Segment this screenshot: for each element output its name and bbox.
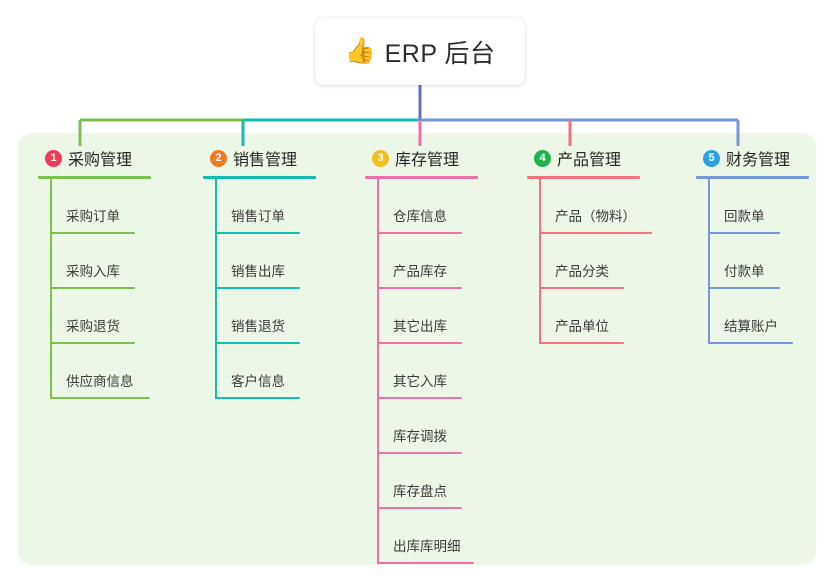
branch-spine [215,179,217,399]
leaf-rule [377,507,462,509]
leaf-node[interactable]: 产品（物料） [539,179,656,234]
leaf-label: 产品分类 [555,264,609,279]
leaf-label: 供应商信息 [66,374,134,389]
branch-title-label: 产品管理 [557,152,622,169]
leaf-node[interactable]: 产品单位 [539,289,628,344]
leaf-rule [539,342,624,344]
branch-header-4[interactable]: 4 产品管理 [527,146,640,179]
branch-title-label: 销售管理 [233,152,298,169]
branch-spine [50,179,52,399]
leaf-label: 产品单位 [555,319,609,334]
leaf-rule [377,452,462,454]
leaf-node[interactable]: 销售出库 [215,234,304,289]
branch-header-rule [203,176,316,179]
branch-number-badge: 4 [534,149,551,167]
leaf-node[interactable]: 库存盘点 [377,454,466,509]
leaf-rule [215,287,300,289]
leaf-node[interactable]: 出库库明细 [377,509,478,564]
branch-number-badge: 5 [703,149,720,167]
leaf-node[interactable]: 回款单 [708,179,784,234]
leaf-label: 销售出库 [231,264,285,279]
leaf-node[interactable]: 采购入库 [50,234,139,289]
leaf-node[interactable]: 销售订单 [215,179,304,234]
branch-header-1[interactable]: 1 采购管理 [38,146,151,179]
leaf-rule [215,397,300,399]
branch-number-badge: 2 [210,149,227,167]
branch-number-badge: 1 [45,149,62,167]
leaf-rule [377,397,462,399]
leaf-label: 产品库存 [393,264,447,279]
leaf-rule [50,232,135,234]
branch-header-rule [38,176,151,179]
leaf-label: 客户信息 [231,374,285,389]
leaf-label: 库存盘点 [393,484,447,499]
leaf-node[interactable]: 付款单 [708,234,784,289]
branch-header-3[interactable]: 3 库存管理 [365,146,478,179]
leaf-rule [215,342,300,344]
leaf-label: 其它出库 [393,319,447,334]
branch-title-label: 采购管理 [68,152,133,169]
leaf-rule [708,232,780,234]
leaf-node[interactable]: 其它入库 [377,344,466,399]
leaf-rule [377,232,462,234]
leaf-node[interactable]: 产品库存 [377,234,466,289]
leaf-label: 采购退货 [66,319,120,334]
branch-header-2[interactable]: 2 销售管理 [203,146,316,179]
leaf-label: 仓库信息 [393,209,447,224]
leaf-rule [539,232,652,234]
leaf-label: 产品（物料） [555,209,636,224]
leaf-label: 库存调拨 [393,429,447,444]
leaf-node[interactable]: 供应商信息 [50,344,154,399]
root-node-label: ERP 后台 [384,39,496,68]
leaf-rule [50,397,150,399]
leaf-node[interactable]: 其它出库 [377,289,466,344]
leaf-label: 出库库明细 [393,539,461,554]
branch-2: 2 销售管理销售订单销售出库销售退货客户信息 [203,146,316,399]
leaf-node[interactable]: 库存调拨 [377,399,466,454]
diagram-panel [18,133,816,565]
leaf-node[interactable]: 结算账户 [708,289,797,344]
branch-spine [708,179,710,344]
root-node[interactable]: 👍 ERP 后台 [315,18,525,85]
branch-3: 3 库存管理仓库信息产品库存其它出库其它入库库存调拨库存盘点出库库明细 [365,146,478,564]
leaf-node[interactable]: 销售退货 [215,289,304,344]
leaf-rule [708,287,780,289]
leaf-rule [50,342,135,344]
thumbs-up-icon: 👍 [344,37,376,65]
leaf-label: 付款单 [724,264,765,279]
leaf-label: 结算账户 [724,319,778,334]
leaf-node[interactable]: 采购退货 [50,289,139,344]
leaf-node[interactable]: 仓库信息 [377,179,466,234]
leaf-rule [377,287,462,289]
branch-title-label: 库存管理 [395,152,460,169]
leaf-node[interactable]: 采购订单 [50,179,139,234]
leaf-label: 采购订单 [66,209,120,224]
leaf-label: 其它入库 [393,374,447,389]
leaf-node[interactable]: 产品分类 [539,234,628,289]
branch-1: 1 采购管理采购订单采购入库采购退货供应商信息 [38,146,151,399]
leaf-rule [215,232,300,234]
leaf-rule [708,342,793,344]
branch-spine [539,179,541,344]
leaf-rule [377,342,462,344]
branch-4: 4 产品管理产品（物料） 产品分类产品单位 [527,146,652,344]
branch-number-badge: 3 [372,149,389,167]
branch-header-rule [527,176,640,179]
leaf-label: 回款单 [724,209,765,224]
leaf-label: 销售退货 [231,319,285,334]
branch-header-rule [365,176,478,179]
leaf-rule [50,287,135,289]
leaf-rule [377,562,474,564]
branch-5: 5 财务管理回款单付款单结算账户 [696,146,809,344]
leaf-node[interactable]: 客户信息 [215,344,304,399]
branch-header-rule [696,176,809,179]
branch-title-label: 财务管理 [726,152,791,169]
leaf-label: 销售订单 [231,209,285,224]
leaf-rule [539,287,624,289]
branch-spine [377,179,379,564]
leaf-label: 采购入库 [66,264,120,279]
branch-header-5[interactable]: 5 财务管理 [696,146,809,179]
